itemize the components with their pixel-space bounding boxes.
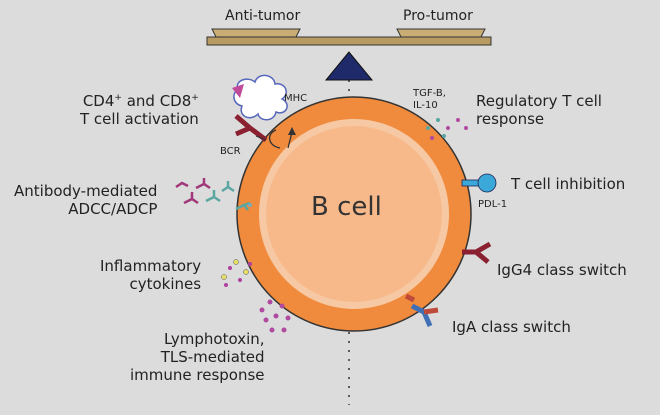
- cytokine-dots: [221, 259, 252, 287]
- tgf-line2: IL-10: [413, 100, 438, 111]
- mhc-cloud: [233, 74, 288, 121]
- pdl1-receptor: [461, 173, 497, 193]
- antibody-cluster: [175, 178, 252, 211]
- balance-fulcrum: [324, 51, 374, 81]
- antibody-line2: ADCC/ADCP: [68, 200, 158, 218]
- mhc-complex: [232, 74, 296, 149]
- tcell-activation-label: CD4+ and CD8+ T cell activation: [80, 92, 199, 128]
- balance-left-pan: [211, 28, 301, 38]
- cytokines-line1: Inflammatory: [100, 257, 202, 275]
- tcell-activation-line2: T cell activation: [80, 110, 199, 128]
- igg4-antibody: [462, 241, 492, 264]
- lymphotoxin-label: Lymphotoxin, TLS-mediated immune respons…: [130, 330, 265, 384]
- balance-right-pan: [396, 28, 486, 38]
- regulatory-line2: response: [476, 110, 545, 128]
- lymphotoxin-line2: TLS-mediated: [160, 348, 265, 366]
- bcr-label: BCR: [220, 146, 241, 157]
- bcr-receptor: [234, 114, 268, 142]
- b-cell: [236, 96, 472, 332]
- tcell-activation-line1: CD4+ and CD8+: [82, 92, 199, 110]
- iga-class-switch-label: IgA class switch: [452, 318, 571, 336]
- inflammatory-cytokines-label: Inflammatory cytokines: [100, 257, 201, 293]
- b-cell-label: B cell: [311, 192, 382, 222]
- tgf-line1: TGF-B,: [413, 88, 446, 99]
- lymphotoxin-line3: immune response: [130, 366, 265, 384]
- antibody-line1: Antibody-mediated: [14, 182, 158, 200]
- antibody-adcc-label: Antibody-mediated ADCC/ADCP: [14, 182, 157, 218]
- mhc-arrow: [269, 129, 281, 149]
- tgf-il10-label: TGF-B, IL-10: [413, 88, 446, 112]
- mhc-arrow-head: [288, 127, 296, 135]
- lymphotoxin-dots: [259, 299, 291, 333]
- igg4-class-switch-label: IgG4 class switch: [497, 261, 627, 279]
- pro-tumor-label: Pro-tumor: [403, 8, 473, 24]
- balance-beam: [206, 36, 492, 46]
- cytokines-line2: cytokines: [129, 275, 202, 293]
- regulatory-line1: Regulatory T cell: [476, 92, 602, 110]
- regulatory-tcell-label: Regulatory T cell response: [476, 92, 602, 128]
- mhc-label: MHC: [284, 93, 308, 104]
- tgf-dots: [426, 118, 468, 140]
- pdl1-label: PDL-1: [478, 199, 508, 210]
- tcell-inhibition-label: T cell inhibition: [511, 175, 626, 193]
- cell-cytoplasm: [266, 126, 442, 302]
- iga-antibody: [404, 293, 439, 327]
- lymphotoxin-line1: Lymphotoxin,: [163, 330, 265, 348]
- balance-scale: [206, 28, 492, 81]
- antigen-icon: [232, 84, 244, 98]
- anti-tumor-label: Anti-tumor: [225, 8, 301, 24]
